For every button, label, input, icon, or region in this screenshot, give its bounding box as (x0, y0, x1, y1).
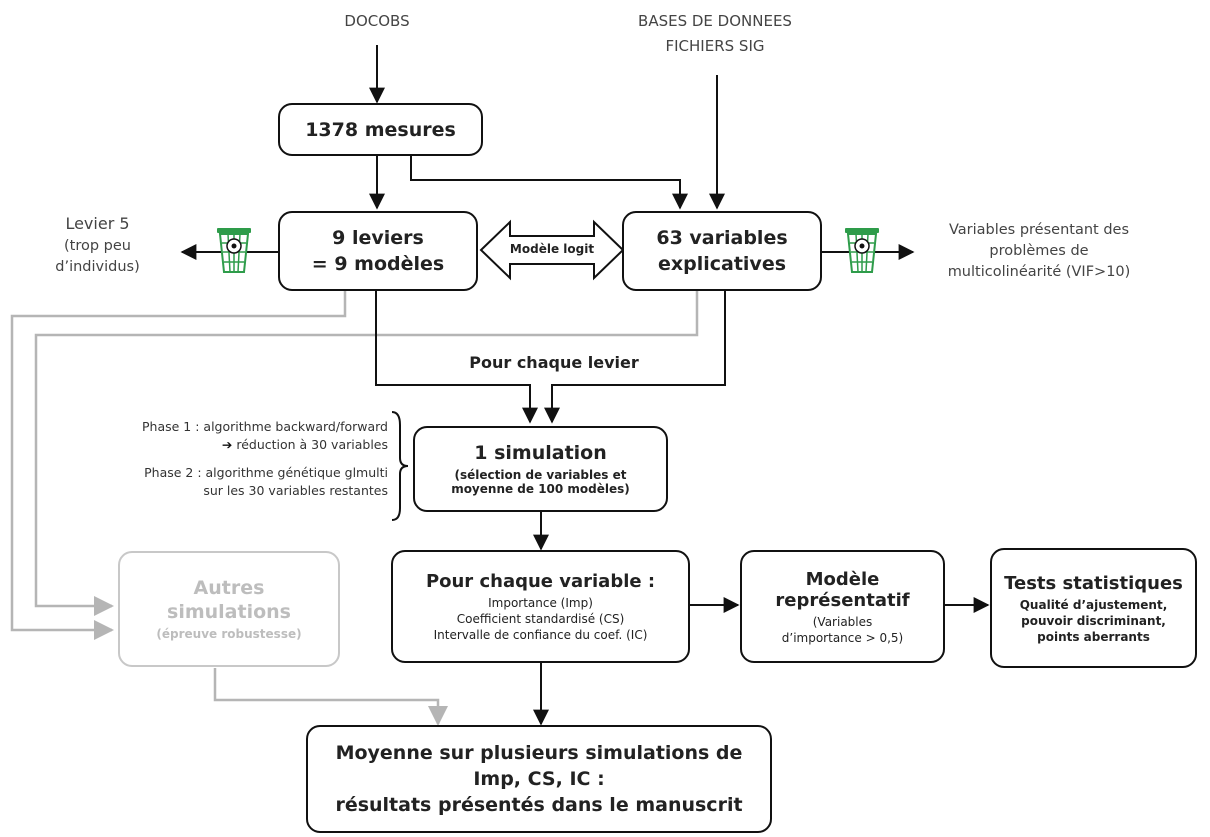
phase-notes: Phase 1 : algorithme backward/forward ➔ … (40, 418, 388, 501)
gray-connector-left-outer (10, 290, 347, 640)
source-bases-line2: FICHIERS SIG (665, 36, 765, 55)
simulation-box: 1 simulation (sélection de variables et … (413, 426, 668, 512)
tests-line1: Qualité d’ajustement, (1019, 597, 1168, 612)
levier5-line3: d’individus) (55, 259, 140, 276)
moyenne-box: Moyenne sur plusieurs simulations de Imp… (306, 725, 772, 833)
pour-chaque-levier-label: Pour chaque levier (413, 344, 695, 382)
leviers-line1: 9 leviers (332, 227, 424, 249)
pcv-line3: Intervalle de confiance du coef. (IC) (433, 628, 648, 642)
moyenne-line3: résultats présentés dans le manuscrit (335, 794, 743, 816)
multicollinearity-note: Variables présentant des problèmes de mu… (918, 221, 1160, 281)
variables-to-simulation (544, 290, 726, 424)
autres-line1: Autres (193, 577, 265, 599)
pcv-line1: Importance (Imp) (488, 596, 593, 610)
simulation-title: 1 simulation (474, 442, 607, 464)
moyenne-line2: Imp, CS, IC : (473, 768, 605, 790)
leviers-box: 9 leviers = 9 modèles (278, 211, 478, 291)
trash-bin-icon (845, 228, 879, 273)
tests-line2: pouvoir discriminant, (1021, 613, 1166, 628)
phase2-line1: Phase 2 : algorithme génétique glmulti (144, 465, 388, 481)
gray-connector-bottom (213, 668, 448, 726)
logit-label: Modèle logit (509, 242, 595, 256)
source-bases-line1: BASES DE DONNEES (638, 12, 792, 30)
variables-box: 63 variables explicatives (622, 211, 822, 291)
modele-line1: Modèle (805, 568, 880, 590)
phase1-line1: Phase 1 : algorithme backward/forward (142, 419, 388, 434)
phase2-line2: sur les 30 variables restantes (203, 483, 388, 499)
source-bases: BASES DE DONNEES FICHIERS SIG (610, 12, 820, 56)
variables-line1: 63 variables (656, 227, 788, 249)
source-docobs: DOCOBS (344, 12, 410, 30)
moyenne-line1: Moyenne sur plusieurs simulations de (335, 742, 743, 764)
leviers-to-simulation (375, 290, 538, 424)
multi-line1: Variables présentant des (948, 222, 1130, 238)
tests-line3: points aberrants (1037, 629, 1150, 644)
mesures-label: 1378 mesures (305, 118, 456, 141)
pcv-title: Pour chaque variable : (425, 571, 656, 592)
trash-bin-icon (217, 228, 251, 273)
phase1-line2: réduction à 30 variables (236, 437, 388, 453)
variables-line2: explicatives (657, 253, 787, 275)
autres-line2: simulations (167, 601, 291, 623)
multi-line3: multicolinéarité (VIF>10) (947, 264, 1131, 281)
levier5-line1: Levier 5 (65, 214, 130, 233)
pcv-line2: Coefficient standardisé (CS) (456, 612, 625, 626)
tests-statistiques-box: Tests statistiques Qualité d’ajustement,… (990, 548, 1197, 668)
right-arrow-icon: ➔ (221, 437, 233, 453)
modele-representatif-box: Modèle représentatif (Variables d’import… (740, 550, 945, 663)
modele-line2: représentatif (775, 589, 910, 611)
levier5-note: Levier 5 (trop peu d’individus) (30, 214, 165, 276)
phase-brace (391, 411, 409, 521)
levier5-line2: (trop peu (64, 238, 131, 254)
phase1-line2-row: ➔ réduction à 30 variables (40, 436, 388, 454)
tests-title: Tests statistiques (1004, 572, 1183, 594)
simulation-line1: (sélection de variables et (454, 468, 627, 482)
multi-line2: problèmes de (989, 243, 1089, 260)
modele-line3: (Variables (812, 614, 873, 629)
autres-simulations-box: Autres simulations (épreuve robustesse) (118, 551, 340, 667)
simulation-line2: moyenne de 100 modèles) (451, 482, 630, 496)
leviers-line2: = 9 modèles (311, 253, 445, 275)
autres-line3: (épreuve robustesse) (156, 627, 302, 641)
gray-connector-left-inner (34, 290, 699, 616)
mesures-to-variables (410, 155, 688, 210)
modele-line4: d’importance > 0,5) (781, 630, 904, 645)
pour-chaque-variable-box: Pour chaque variable : Importance (Imp) … (391, 550, 690, 663)
mesures-box: 1378 mesures (278, 103, 483, 156)
